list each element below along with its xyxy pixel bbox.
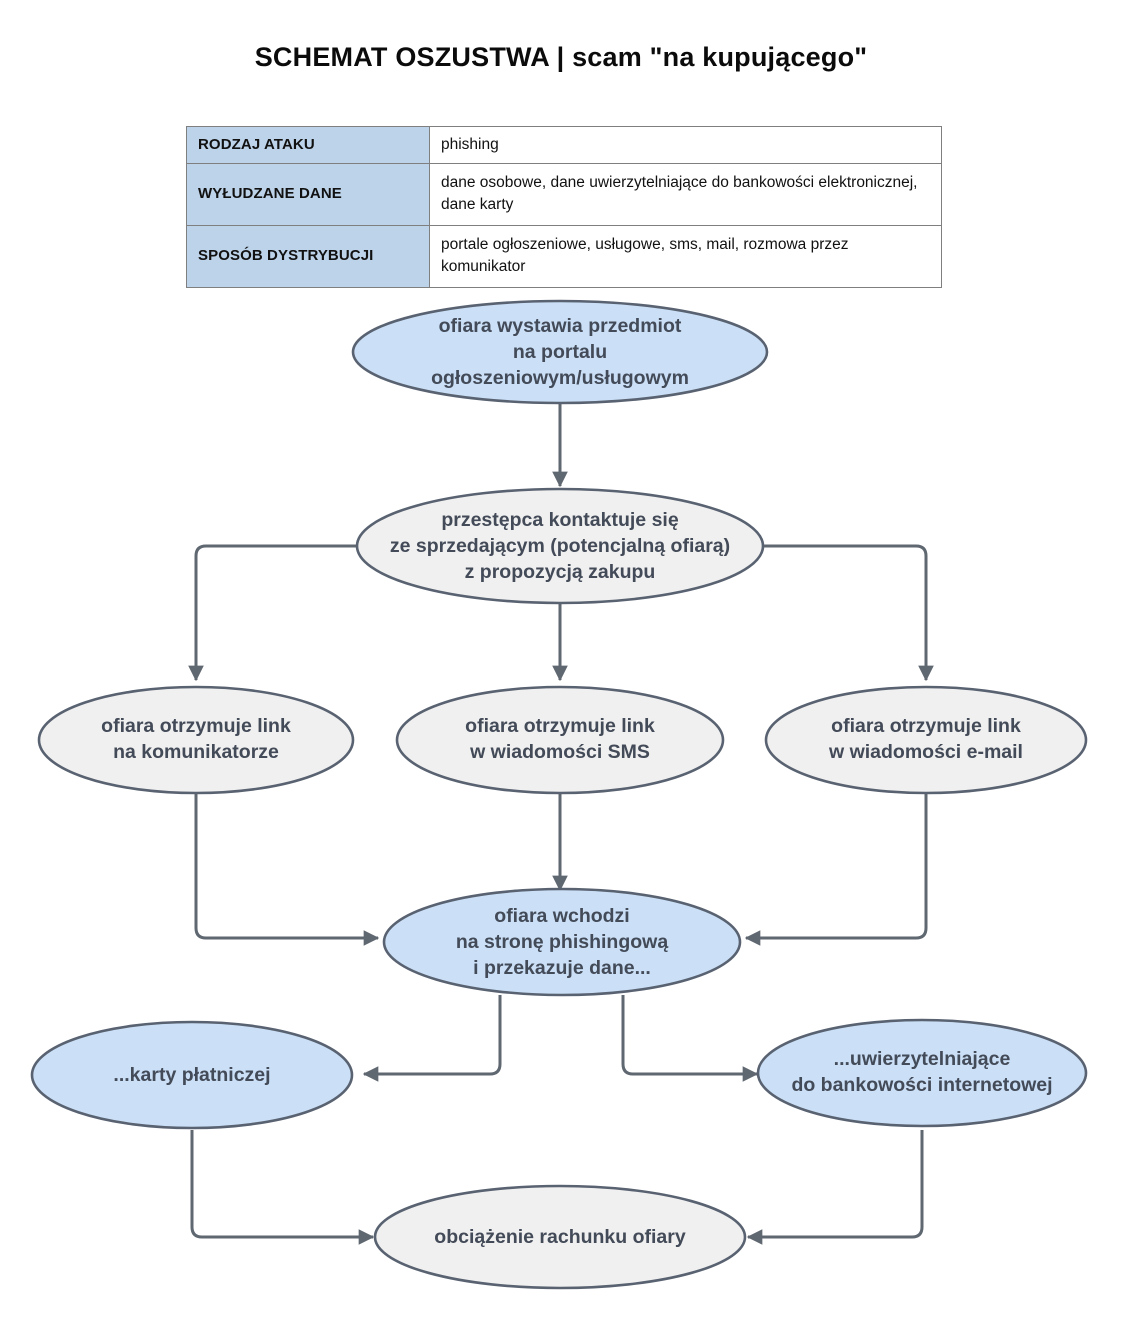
node-payment-card-data[interactable]: ...karty płatniczej bbox=[30, 1020, 354, 1130]
connector-contacts-to-email bbox=[752, 544, 934, 682]
node-label-line-1: ofiara otrzymuje link bbox=[101, 715, 291, 737]
node-label-line-2: na portalu bbox=[513, 341, 607, 363]
node-link-via-messenger[interactable]: ofiara otrzymuje link na komunikatorze bbox=[37, 685, 355, 795]
node-shape[interactable] bbox=[764, 685, 1088, 795]
node-label-line-2: na komunikatorze bbox=[113, 741, 279, 763]
table-row: RODZAJ ATAKU phishing bbox=[186, 126, 942, 164]
node-label-line-2: w wiadomości SMS bbox=[469, 741, 650, 763]
node-label-line-1: ...uwierzytelniające bbox=[834, 1048, 1011, 1070]
node-label-line-3: z propozycją zakupu bbox=[465, 561, 656, 583]
connector-credentials-to-debit bbox=[746, 1130, 924, 1245]
node-link-via-email[interactable]: ofiara otrzymuje link w wiadomości e-mai… bbox=[764, 685, 1088, 795]
node-shape[interactable] bbox=[351, 299, 769, 405]
page-title: SCHEMAT OSZUSTWA | scam "na kupującego" bbox=[254, 42, 868, 72]
node-label-line-1: przestępca kontaktuje się bbox=[441, 509, 678, 531]
node-shape[interactable] bbox=[382, 887, 742, 997]
node-victim-enters-phishing-page[interactable]: ofiara wchodzi na stronę phishingową i p… bbox=[382, 887, 742, 997]
node-label-line-1: ofiara otrzymuje link bbox=[465, 715, 655, 737]
node-shape[interactable] bbox=[756, 1018, 1088, 1128]
node-label-line-1: ofiara otrzymuje link bbox=[831, 715, 1021, 737]
node-account-debited[interactable]: obciążenie rachunku ofiary bbox=[373, 1184, 747, 1290]
node-shape[interactable] bbox=[30, 1020, 354, 1130]
node-shape[interactable] bbox=[373, 1184, 747, 1290]
node-label-line-1: obciążenie rachunku ofiary bbox=[434, 1226, 686, 1248]
node-label-line-2: do bankowości internetowej bbox=[791, 1074, 1052, 1096]
node-label-line-2: na stronę phishingową bbox=[456, 931, 669, 953]
node-shape[interactable] bbox=[395, 685, 725, 795]
node-label-line-1: ofiara wchodzi bbox=[494, 905, 629, 927]
node-label-line-2: ze sprzedającym (potencjalną ofiarą) bbox=[390, 535, 730, 557]
node-criminal-contacts-seller[interactable]: przestępca kontaktuje się ze sprzedający… bbox=[355, 487, 765, 605]
table-row-label: SPOSÓB DYSTRYBUCJI bbox=[186, 225, 430, 288]
connector-phishing-to-card bbox=[362, 995, 502, 1082]
node-shape[interactable] bbox=[355, 487, 765, 605]
table-row-label: WYŁUDZANE DANE bbox=[186, 163, 430, 226]
node-label-line-2: w wiadomości e-mail bbox=[828, 741, 1023, 763]
connector-card-to-debit bbox=[190, 1130, 375, 1245]
table-row-value: portale ogłoszeniowe, usługowe, sms, mai… bbox=[429, 225, 942, 288]
node-label-line-1: ofiara wystawia przedmiot bbox=[439, 315, 682, 337]
node-shape[interactable] bbox=[37, 685, 355, 795]
connector-messenger-to-phishing bbox=[194, 790, 380, 946]
node-label-line-3: ogłoszeniowym/usługowym bbox=[431, 367, 689, 389]
connector-email-to-phishing bbox=[744, 790, 928, 946]
node-victim-lists-item[interactable]: ofiara wystawia przedmiot na portalu ogł… bbox=[351, 299, 769, 405]
connector-phishing-to-credentials bbox=[621, 995, 759, 1082]
attack-info-table: RODZAJ ATAKU phishing WYŁUDZANE DANE dan… bbox=[186, 126, 942, 288]
node-online-banking-credentials[interactable]: ...uwierzytelniające do bankowości inter… bbox=[756, 1018, 1088, 1128]
connector-contacts-to-messenger bbox=[188, 544, 370, 682]
node-label-line-3: i przekazuje dane... bbox=[473, 957, 651, 979]
table-row-value: phishing bbox=[429, 126, 942, 164]
node-label-line-1: ...karty płatniczej bbox=[113, 1064, 270, 1086]
table-row: WYŁUDZANE DANE dane osobowe, dane uwierz… bbox=[186, 163, 942, 226]
table-row-label: RODZAJ ATAKU bbox=[186, 126, 430, 164]
node-link-via-sms[interactable]: ofiara otrzymuje link w wiadomości SMS bbox=[395, 685, 725, 795]
table-row: SPOSÓB DYSTRYBUCJI portale ogłoszeniowe,… bbox=[186, 225, 942, 288]
table-row-value: dane osobowe, dane uwierzytelniające do … bbox=[429, 163, 942, 226]
